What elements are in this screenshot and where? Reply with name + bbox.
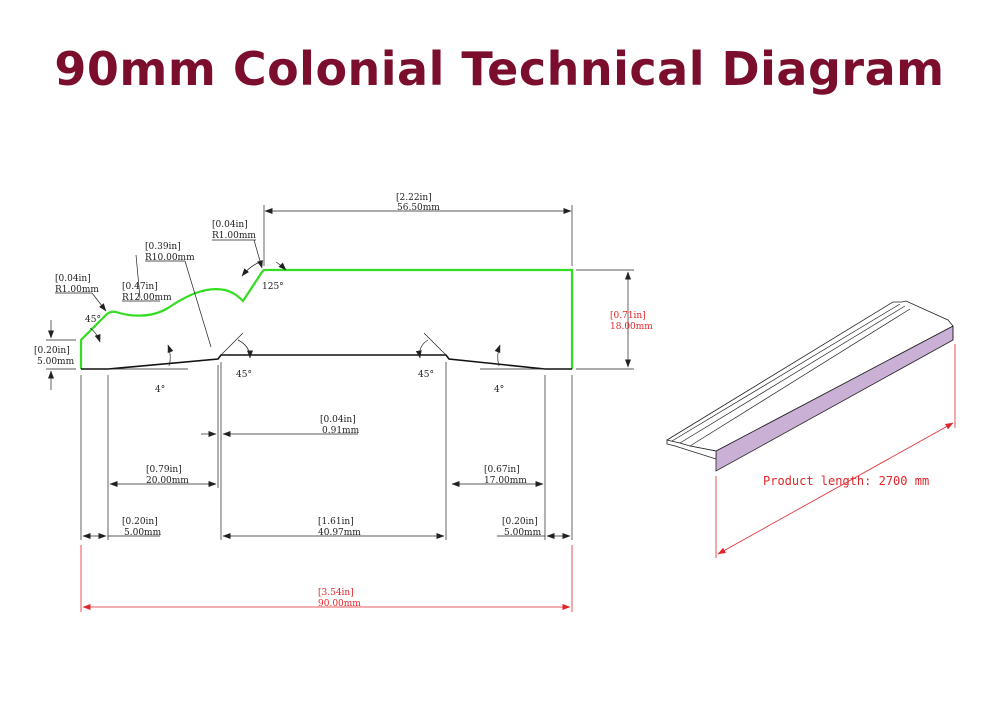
top-width-in: [2.22in] (396, 193, 432, 203)
page-title: 90mm Colonial Technical Diagram (54, 42, 945, 96)
top-width-mm: 56.50mm (397, 203, 440, 213)
right-5-mm: 5.00mm (504, 528, 542, 538)
r10-in: [0.39in] (145, 242, 181, 252)
left-20-in: [0.79in] (146, 465, 182, 475)
r1-top-mm: R1.00mm (212, 231, 256, 241)
product-3d-view (666, 300, 954, 472)
angle-45-left: 45° (85, 315, 101, 325)
left-5-in: [0.20in] (122, 517, 158, 527)
overall-mm: 90.00mm (318, 599, 361, 609)
right-17-mm: 17.00mm (484, 476, 527, 486)
r1-left-mm: R1.00mm (55, 285, 99, 295)
angle-45-b: 45° (418, 370, 434, 380)
product-length-label: Product length: 2700 mm (763, 474, 929, 488)
gap-mm: 0.91mm (322, 426, 360, 436)
r12-in: [0.47in] (122, 282, 158, 292)
profile-top-outline (79, 268, 574, 369)
profile-bottom-outline (81, 354, 572, 370)
angle-45-a: 45° (236, 370, 252, 380)
right-17-in: [0.67in] (484, 465, 520, 475)
overall-in: [3.54in] (318, 588, 354, 598)
center-mm: 40.97mm (318, 528, 361, 538)
r1-left-in: [0.04in] (55, 274, 91, 284)
angle-4-left: 4° (155, 385, 165, 395)
r10-mm: R10.00mm (145, 253, 195, 263)
left-20-mm: 20.00mm (146, 476, 189, 486)
product-length-dimension (715, 344, 956, 558)
dimension-lines (46, 205, 634, 540)
r1-top-in: [0.04in] (212, 220, 248, 230)
left-height-mm: 5.00mm (37, 357, 75, 367)
center-in: [1.61in] (318, 517, 354, 527)
r12-mm: R12.00mm (122, 293, 172, 303)
angle-4-right: 4° (494, 385, 504, 395)
left-5-mm: 5.00mm (124, 528, 162, 538)
gap-in: [0.04in] (320, 415, 356, 425)
right-height-mm: 18.00mm (610, 322, 653, 332)
right-height-in: [0.71in] (610, 311, 646, 321)
overall-dimension (80, 545, 573, 612)
left-height-in: [0.20in] (34, 346, 70, 356)
angle-125: 125° (262, 282, 284, 292)
right-5-in: [0.20in] (502, 517, 538, 527)
